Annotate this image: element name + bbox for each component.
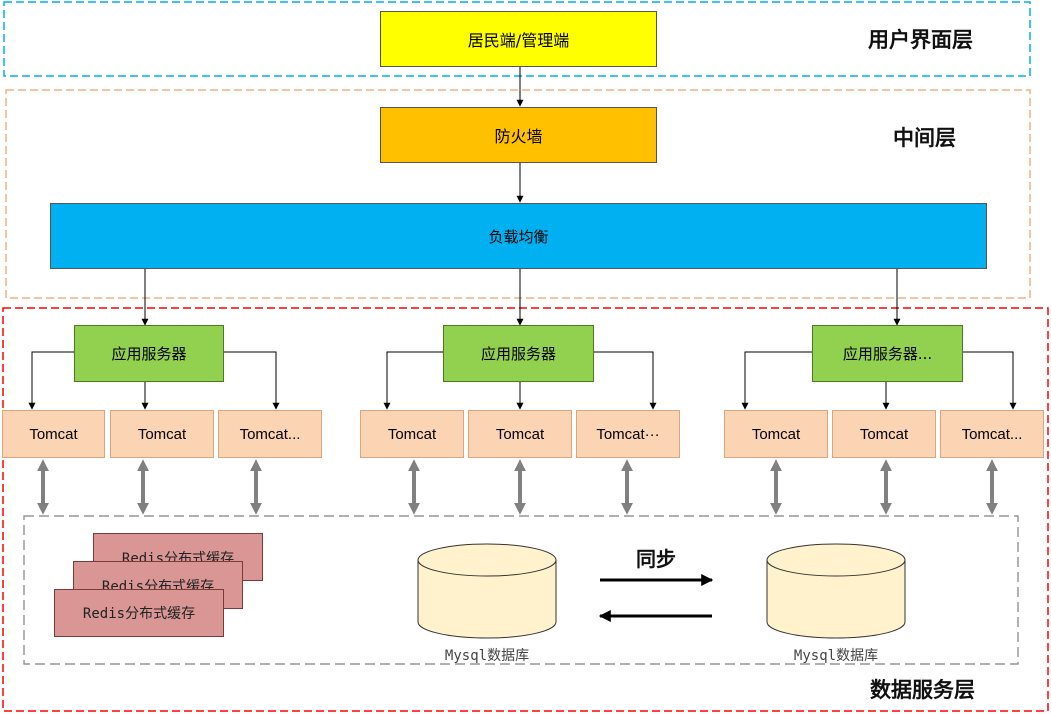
sync-label: 同步 bbox=[636, 547, 676, 571]
data-layer-frame bbox=[2, 307, 1049, 712]
firewall-node: 防火墙 bbox=[380, 107, 657, 163]
redis-cache-front: Redis分布式缓存 bbox=[54, 589, 224, 637]
mysql-cylinder-1 bbox=[417, 543, 557, 639]
ui-layer-label: 用户界面层 bbox=[868, 28, 973, 52]
tomcat-2: Tomcat bbox=[110, 410, 214, 458]
mysql-cylinder-2 bbox=[766, 543, 906, 639]
tomcat-5: Tomcat bbox=[468, 410, 572, 458]
tomcat-8: Tomcat bbox=[832, 410, 936, 458]
tomcat-6: Tomcat··· bbox=[576, 410, 680, 458]
middle-layer-label: 中间层 bbox=[893, 126, 956, 150]
tomcat-7: Tomcat bbox=[724, 410, 828, 458]
tomcat-storage-links bbox=[37, 459, 998, 515]
app1-connectors bbox=[28, 351, 280, 410]
app-server-1: 应用服务器 bbox=[74, 325, 224, 382]
mysql-label-1: Mysql数据库 bbox=[444, 648, 530, 664]
app-server-3: 应用服务器... bbox=[812, 325, 963, 382]
mysql-label-2: Mysql数据库 bbox=[793, 648, 879, 664]
tomcat-3: Tomcat... bbox=[218, 410, 322, 458]
load-balancer-node: 负载均衡 bbox=[50, 203, 987, 269]
app3-connectors bbox=[741, 351, 1017, 410]
middle-layer-frame bbox=[5, 89, 1031, 299]
tomcat-4: Tomcat bbox=[360, 410, 464, 458]
tomcat-1: Tomcat bbox=[2, 410, 105, 458]
app2-connectors bbox=[383, 351, 657, 410]
ui-layer-frame bbox=[3, 1, 1031, 77]
client-node: 居民端/管理端 bbox=[380, 11, 657, 67]
data-layer-label: 数据服务层 bbox=[870, 678, 975, 702]
app-server-2: 应用服务器 bbox=[443, 325, 594, 382]
storage-frame bbox=[23, 515, 1019, 665]
tomcat-9: Tomcat... bbox=[940, 410, 1044, 458]
